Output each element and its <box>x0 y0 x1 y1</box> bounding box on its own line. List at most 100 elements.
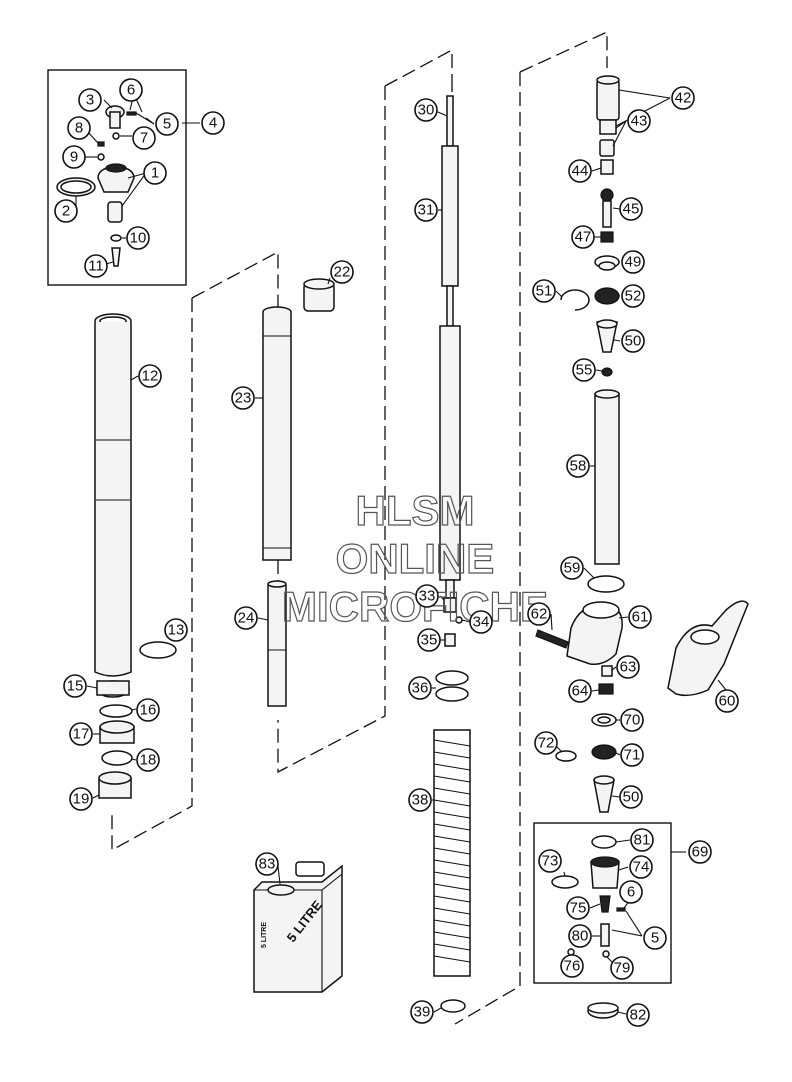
callout-30: 30 <box>414 98 438 122</box>
svg-text:59: 59 <box>564 560 581 577</box>
svg-text:19: 19 <box>73 791 90 808</box>
callout-17: 17 <box>69 722 93 746</box>
canister-leader <box>277 865 281 885</box>
callout-5-lower: 5 <box>643 926 667 950</box>
svg-text:63: 63 <box>620 659 637 676</box>
svg-text:81: 81 <box>634 832 651 849</box>
callout-72: 72 <box>534 731 558 755</box>
callout-80: 80 <box>568 924 592 948</box>
svg-text:3: 3 <box>86 92 94 109</box>
svg-text:7: 7 <box>140 130 148 147</box>
callout-82: 82 <box>626 1003 650 1027</box>
watermark-line-1: HLSM <box>356 487 475 534</box>
callout-71: 71 <box>620 743 644 767</box>
callout-5: 5 <box>155 112 179 136</box>
callout-81: 81 <box>630 828 654 852</box>
svg-text:15: 15 <box>67 678 84 695</box>
svg-text:49: 49 <box>625 254 642 271</box>
callout-63: 63 <box>616 655 640 679</box>
svg-text:34: 34 <box>473 614 490 631</box>
svg-text:36: 36 <box>412 680 429 697</box>
outer-tube-column-outline <box>111 250 279 852</box>
watermark-line-3: MICROFICHE <box>282 583 548 630</box>
oil-canister: 5 LITRE 5 LITRE <box>253 861 343 993</box>
callout-79: 79 <box>610 956 634 980</box>
svg-text:42: 42 <box>675 90 692 107</box>
callout-74: 74 <box>629 855 653 879</box>
callout-69: 69 <box>688 840 712 864</box>
svg-text:5: 5 <box>163 116 171 133</box>
callout-39: 39 <box>410 1000 434 1024</box>
svg-text:39: 39 <box>414 1004 431 1021</box>
svg-text:30: 30 <box>418 102 435 119</box>
callout-24: 24 <box>234 606 258 630</box>
cartridge-parts <box>535 75 749 697</box>
callout-59: 59 <box>560 556 584 580</box>
callout-38: 38 <box>408 788 432 812</box>
callout-7: 7 <box>132 126 156 150</box>
svg-text:55: 55 <box>576 362 593 379</box>
svg-text:10: 10 <box>130 230 147 247</box>
svg-text:47: 47 <box>575 229 592 246</box>
callout-6-lower: 6 <box>619 880 643 904</box>
callout-55: 55 <box>572 358 596 382</box>
callout-11: 11 <box>84 254 108 278</box>
svg-text:79: 79 <box>614 960 631 977</box>
callout-19: 19 <box>69 787 93 811</box>
svg-text:75: 75 <box>570 900 587 917</box>
callout-8: 8 <box>67 116 91 140</box>
svg-text:38: 38 <box>412 792 429 809</box>
svg-text:6: 6 <box>127 82 135 99</box>
callout-58: 58 <box>566 454 590 478</box>
top-cap-leaders <box>75 93 200 265</box>
svg-text:50: 50 <box>623 789 640 806</box>
svg-text:9: 9 <box>70 149 78 166</box>
svg-text:43: 43 <box>631 113 648 130</box>
svg-text:44: 44 <box>572 163 589 180</box>
svg-text:13: 13 <box>168 622 185 639</box>
svg-text:73: 73 <box>542 853 559 870</box>
svg-text:51: 51 <box>536 283 553 300</box>
top-cap-kit-box <box>47 69 187 286</box>
outer-tube-leaders <box>86 375 139 799</box>
svg-text:82: 82 <box>630 1007 647 1024</box>
svg-text:8: 8 <box>75 120 83 137</box>
callout-43: 43 <box>627 109 651 133</box>
callout-18: 18 <box>136 748 160 772</box>
callout-76: 76 <box>560 954 584 978</box>
callout-16: 16 <box>136 698 160 722</box>
callout-60: 60 <box>715 689 739 713</box>
callout-73: 73 <box>538 849 562 873</box>
svg-text:61: 61 <box>632 609 649 626</box>
callout-12: 12 <box>138 364 162 388</box>
callout-1: 1 <box>143 161 167 185</box>
callout-22: 22 <box>330 260 354 284</box>
svg-text:6: 6 <box>627 884 635 901</box>
svg-text:5: 5 <box>651 930 659 947</box>
callout-44: 44 <box>568 159 592 183</box>
svg-text:24: 24 <box>238 610 255 627</box>
callout-35: 35 <box>417 628 441 652</box>
callout-15: 15 <box>63 674 87 698</box>
callout-64: 64 <box>568 679 592 703</box>
callout-23: 23 <box>231 386 255 410</box>
svg-text:62: 62 <box>531 606 548 623</box>
svg-text:45: 45 <box>623 201 640 218</box>
svg-text:70: 70 <box>624 712 641 729</box>
svg-text:83: 83 <box>259 856 276 873</box>
damper-rod-parts <box>433 95 471 1013</box>
cartridge-leaders <box>550 89 727 692</box>
svg-text:18: 18 <box>140 752 157 769</box>
svg-text:64: 64 <box>572 683 589 700</box>
callout-10: 10 <box>126 226 150 250</box>
svg-text:23: 23 <box>235 390 252 407</box>
callout-33: 33 <box>415 584 439 608</box>
inner-tube-column-outline <box>277 48 453 774</box>
svg-text:58: 58 <box>570 458 587 475</box>
svg-text:35: 35 <box>421 632 438 649</box>
top-cap-parts <box>56 105 137 267</box>
callout-2: 2 <box>54 199 78 223</box>
callout-13: 13 <box>164 618 188 642</box>
svg-text:60: 60 <box>719 693 736 710</box>
callout-4: 4 <box>201 111 225 135</box>
